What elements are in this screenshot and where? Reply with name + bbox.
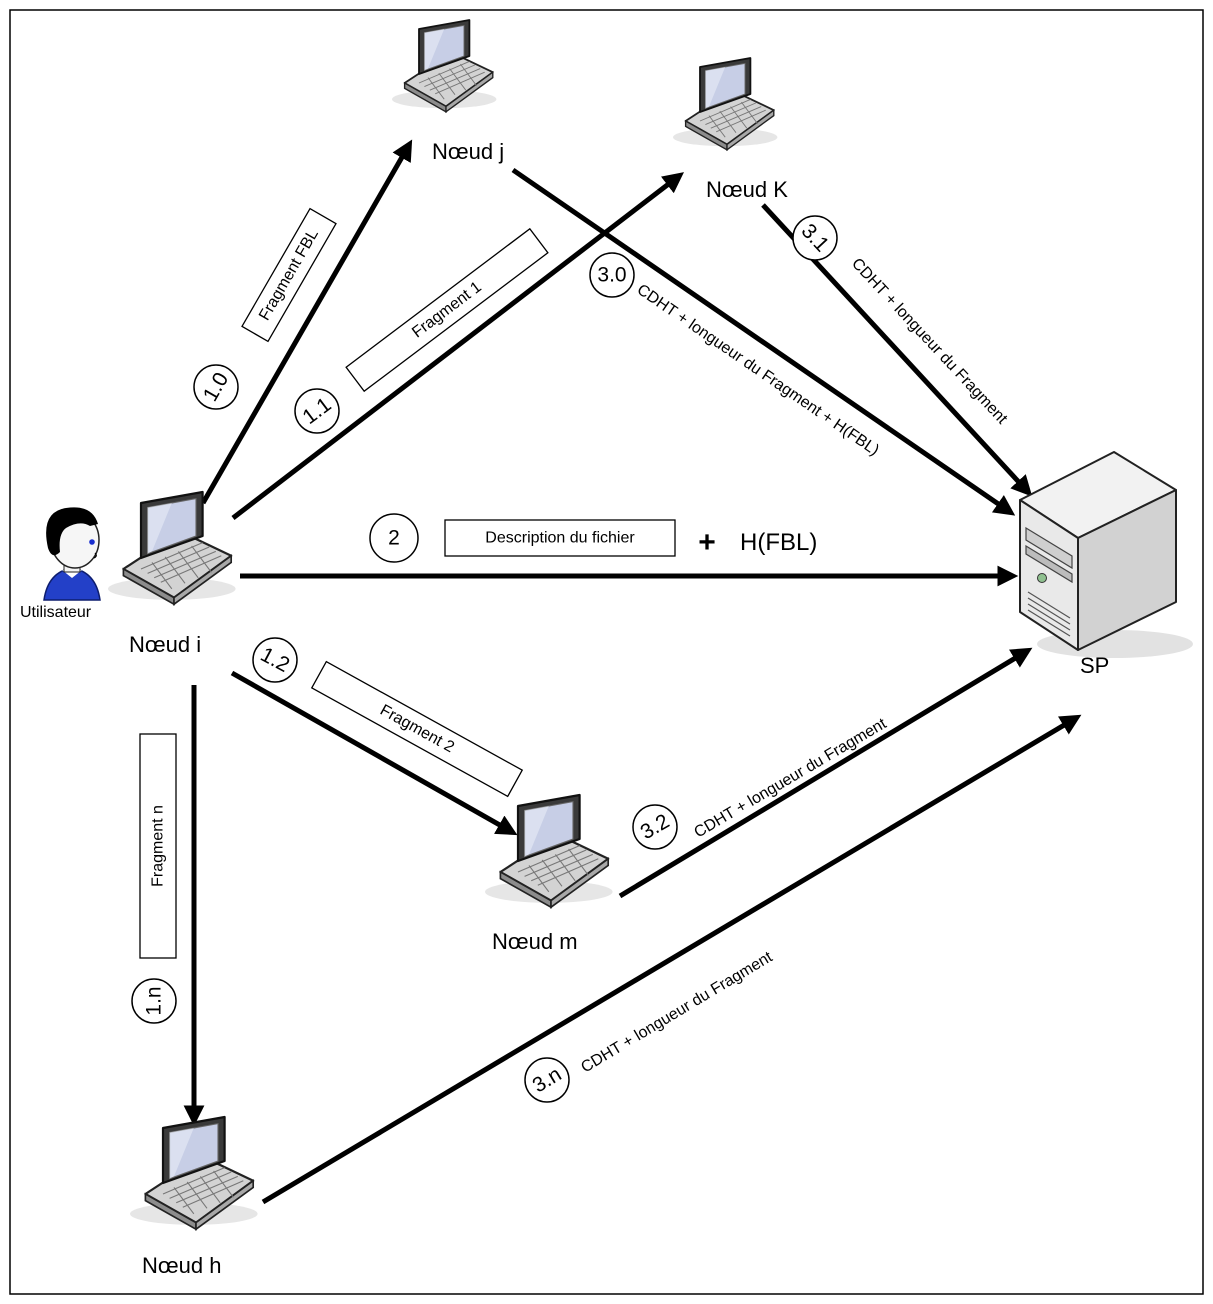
laptop-icon (128, 1115, 259, 1231)
user-icon (43, 507, 101, 601)
node-h-label: Nœud h (142, 1253, 221, 1278)
edge-2-step: 2 (388, 527, 400, 550)
edge-3-2-label: CDHT + longueur du Fragment (691, 715, 890, 841)
node-j: Nœud j (391, 19, 504, 164)
edge-1-n-label-box: Fragment n (139, 733, 177, 959)
edge-3-2 (618, 647, 1033, 899)
user-label: Utilisateur (20, 604, 92, 621)
edge-2-plus: + (698, 526, 716, 559)
node-sp-label: SP (1080, 653, 1109, 678)
node-h: Nœud h (128, 1115, 259, 1278)
edge-1-2 (230, 670, 518, 836)
edge-2-label: Description du fichier (485, 530, 635, 547)
node-m-label: Nœud m (492, 929, 578, 954)
user: Utilisateur (20, 507, 101, 621)
outer-frame (9, 9, 1204, 1295)
edge-1-n-label: Fragment n (150, 805, 167, 887)
edge-1-0-step-badge: 1.0 (193, 364, 239, 410)
edge-1-n-step: 1.n (143, 986, 166, 1015)
edge-1-1-step-badge: 1.1 (294, 388, 340, 434)
edge-3-0 (511, 167, 1016, 516)
node-sp: SP (1019, 451, 1194, 678)
edge-3-n-label: CDHT + longueur du Fragment (578, 948, 776, 1076)
laptop-icon (483, 793, 614, 909)
laptop-icon (391, 19, 498, 113)
edge-3-0-step: 3.0 (597, 264, 626, 287)
edge-3-1-label: CDHT + longueur du Fragment (848, 255, 1011, 428)
edge-2-label-box: Description du fichier (444, 519, 676, 557)
laptop-icon (106, 490, 237, 606)
laptop-icon (672, 57, 779, 151)
edge-2-step-badge: 2 (369, 513, 419, 563)
server-icon (1019, 451, 1194, 659)
node-k-label: Nœud K (706, 177, 788, 202)
node-i-label: Nœud i (129, 632, 201, 657)
node-j-label: Nœud j (432, 139, 504, 164)
edge-1-0-label-box: Fragment FBL (241, 207, 337, 343)
edge-1-1-label-box: Fragment 1 (345, 227, 549, 393)
edge-3-0-label: CDHT + longueur du Fragment + H(FBL) (634, 281, 882, 459)
edge-3-n-step-badge: 3.n (524, 1057, 570, 1103)
node-m: Nœud m (483, 793, 614, 954)
edge-3-0-step-badge: 3.0 (589, 252, 635, 298)
edge-1-2-step-badge: 1.2 (252, 637, 298, 683)
node-k: Nœud K (672, 57, 788, 202)
edge-3-n (261, 714, 1082, 1205)
edge-3-2-step-badge: 3.2 (632, 804, 678, 850)
edge-2-hash: H(FBL) (740, 529, 817, 556)
edge-1-0 (200, 139, 413, 505)
node-i: Nœud i (106, 490, 237, 657)
edge-3-1-step-badge: 3.1 (792, 215, 838, 261)
edge-1-n-step-badge: 1.n (131, 978, 177, 1024)
